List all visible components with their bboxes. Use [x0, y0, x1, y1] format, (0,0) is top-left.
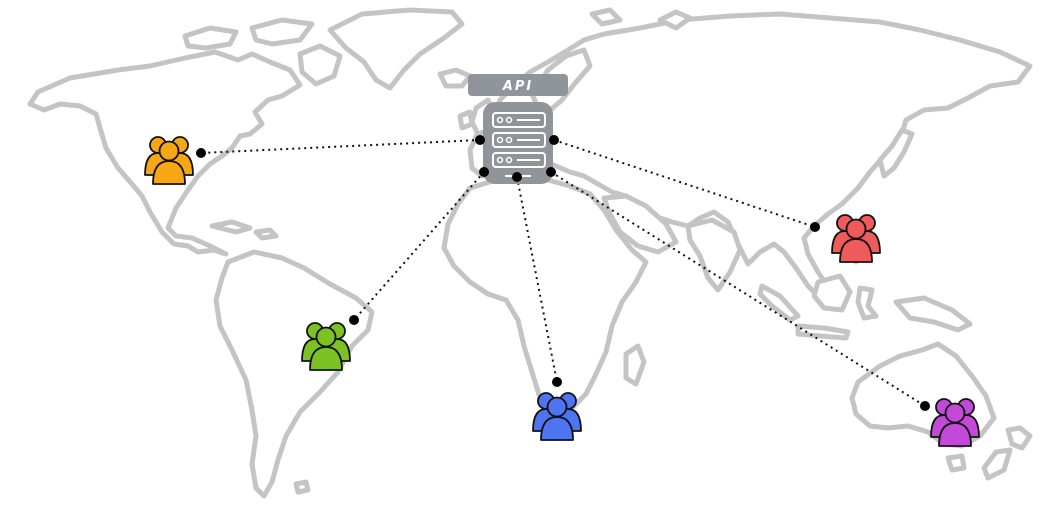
user-group-north-america[interactable] — [144, 136, 194, 185]
user-group-south-america[interactable] — [301, 322, 351, 371]
island-sumatra — [757, 283, 801, 323]
server-led-icon — [496, 116, 504, 124]
server-rack-icon[interactable] — [483, 102, 553, 184]
api-label-background — [468, 74, 568, 96]
island-madagascar — [623, 343, 647, 387]
server-unit-1 — [492, 112, 546, 128]
server-port-dot — [479, 167, 489, 177]
api-label-bar: API — [468, 74, 568, 96]
server-unit-3 — [492, 152, 546, 168]
person-head — [546, 396, 568, 418]
person-body — [309, 346, 343, 371]
person-body — [938, 422, 972, 447]
endpoint-dot-africa — [552, 377, 562, 387]
user-group-africa[interactable] — [532, 392, 582, 441]
endpoint-dot-asia — [810, 222, 820, 232]
connection-line-australia — [550, 171, 926, 407]
api-label: API — [502, 79, 533, 94]
server-led-icon — [496, 136, 504, 144]
connection-endpoints — [196, 135, 930, 411]
person-body — [839, 238, 873, 263]
island-new-zealand-south — [981, 447, 1013, 481]
island-novaya-zemlya — [657, 9, 693, 31]
peninsula-arabia — [601, 193, 679, 255]
server-led-icon — [505, 136, 513, 144]
island-tasmania — [945, 453, 967, 473]
island-hispaniola — [253, 227, 279, 241]
island-arctic-2 — [249, 17, 315, 47]
server-port-dot — [512, 172, 522, 182]
peninsula-india — [685, 217, 743, 293]
island-new-guinea — [893, 295, 973, 333]
server-port-dot — [475, 135, 485, 145]
island-svalbard — [589, 7, 623, 27]
server-unit-2 — [492, 132, 546, 148]
island-baffin — [297, 43, 343, 87]
island-falklands — [293, 479, 311, 495]
island-arctic-1 — [182, 25, 239, 51]
server-led-icon — [496, 156, 504, 164]
connection-lines — [200, 139, 926, 407]
endpoint-dot-south-america — [349, 315, 359, 325]
server-led-icon — [505, 156, 513, 164]
island-japan — [877, 127, 915, 179]
endpoint-dot-australia — [920, 401, 930, 411]
user-group-icon — [532, 392, 582, 441]
person-head — [845, 218, 867, 240]
endpoint-dot-north-america — [196, 148, 206, 158]
island-ireland — [457, 109, 475, 131]
connection-line-africa — [516, 176, 558, 383]
person-head — [315, 326, 337, 348]
connection-line-north-america — [200, 139, 481, 154]
user-group-icon — [301, 322, 351, 371]
continent-africa — [441, 173, 649, 419]
server-port-dot — [546, 167, 556, 177]
island-cuba — [209, 219, 253, 235]
island-new-zealand-north — [1005, 425, 1033, 451]
continent-south-america — [213, 249, 375, 499]
server-port-dot — [549, 135, 559, 145]
connection-line-asia — [553, 139, 816, 228]
user-group-icon — [831, 214, 881, 263]
person-body — [540, 416, 574, 441]
island-sulawesi — [855, 285, 879, 321]
island-greenland — [327, 7, 465, 91]
user-group-icon — [144, 136, 194, 185]
user-group-asia[interactable] — [831, 214, 881, 263]
person-head — [158, 140, 180, 162]
person-head — [944, 402, 966, 424]
island-iceland — [437, 67, 473, 89]
user-group-icon — [930, 398, 980, 447]
island-borneo — [811, 273, 853, 313]
server-led-icon — [505, 116, 513, 124]
user-group-australia[interactable] — [930, 398, 980, 447]
person-body — [152, 160, 186, 185]
user-groups — [144, 136, 980, 447]
